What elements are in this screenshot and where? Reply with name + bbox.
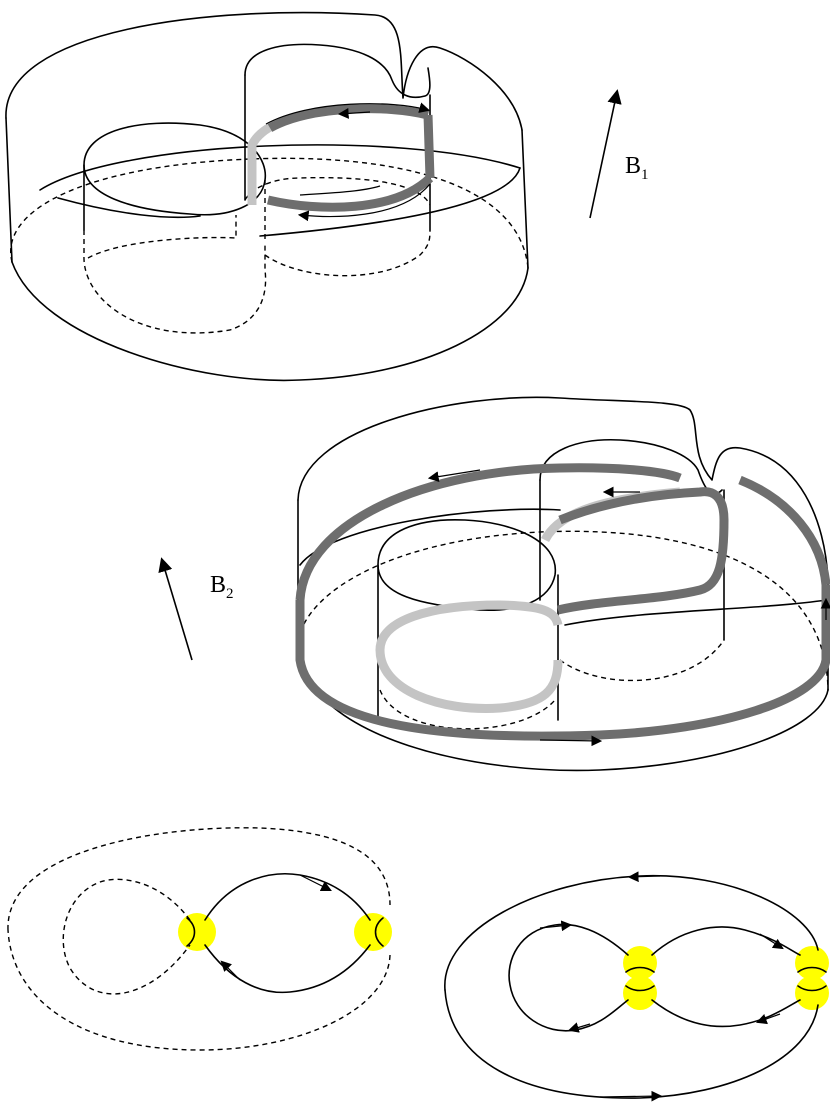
bottom-right-diagram [444,871,829,1102]
middle-handlebody: B2 [158,396,830,772]
highlight-dot [795,976,829,1010]
highlight-dot [795,946,829,980]
top-handlebody: B1 [5,11,649,382]
highlight-dot [623,946,657,980]
highlight-dot [623,976,657,1010]
b2-label: B2 [210,572,234,602]
b2-arrow [158,557,193,661]
b1-arrow [589,89,622,219]
b1-label: B1 [625,153,649,183]
highlight-dot [178,913,216,951]
highlight-dot [354,913,392,951]
bottom-left-diagram [7,827,392,1051]
